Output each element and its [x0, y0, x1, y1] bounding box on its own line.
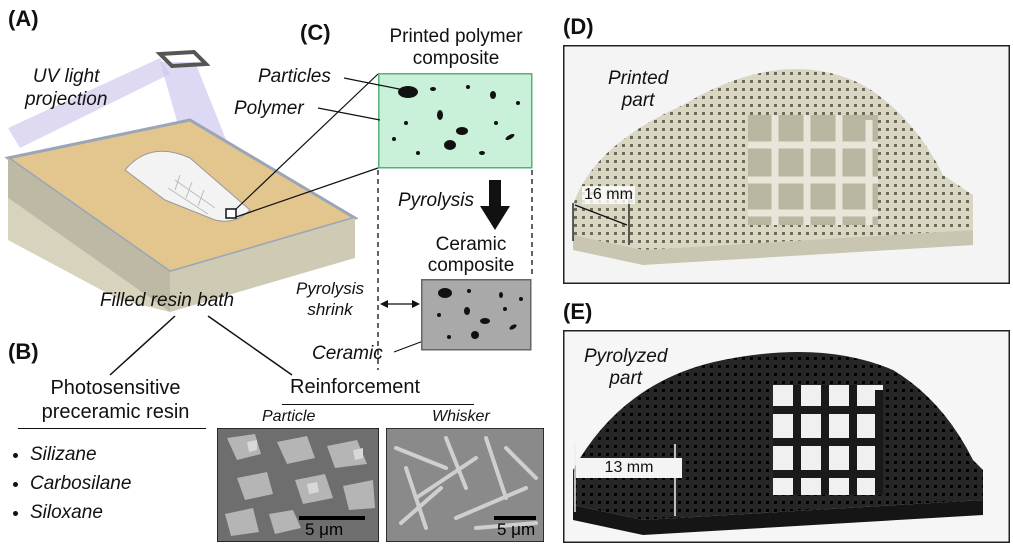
- panel-b-label: (B): [8, 339, 39, 364]
- polymer-composite-box: [378, 73, 533, 169]
- panel-d-label: (D): [563, 14, 594, 39]
- panel-a-label: (A): [8, 6, 39, 31]
- resin-type-item: Siloxane: [30, 498, 131, 527]
- printed-composite-title: Printed polymer composite: [365, 26, 547, 70]
- shrink-line1: Pyrolysis: [296, 279, 365, 298]
- pyrolyzed-dimension-label: 13 mm: [576, 458, 682, 478]
- resin-bath-label: Filled resin bath: [100, 290, 235, 311]
- shrink-line2: shrink: [307, 300, 353, 319]
- resin-title-line1: Photosensitive: [50, 377, 181, 399]
- uv-light-text: UV light: [32, 66, 100, 87]
- uv-light-label: UV light projection: [25, 65, 107, 111]
- panel-e-label: (E): [563, 299, 593, 324]
- tank-base: [8, 198, 170, 312]
- reinforcement-divider: [282, 404, 474, 405]
- particles-label: Particles: [258, 66, 331, 87]
- pyrolysis-shrink-label: Pyrolysis shrink: [296, 278, 364, 320]
- polymer-label: Polymer: [234, 98, 304, 119]
- panel-c-label: (C): [300, 20, 331, 45]
- whisker-scale-label: 5 μm: [497, 520, 536, 539]
- ceramic-label: Ceramic: [312, 343, 383, 364]
- ceramic-composite-title: Ceramic composite: [410, 234, 532, 276]
- projector-icon: [155, 49, 211, 69]
- resin-type-item: Silizane: [30, 440, 131, 469]
- resin-types-list: Silizane Carbosilane Siloxane: [8, 440, 131, 527]
- printed-part-line1: Printed: [608, 68, 669, 89]
- pyrolyzed-part-line1: Pyrolyzed: [584, 346, 668, 367]
- ceramic-title-line2: composite: [427, 255, 515, 276]
- resin-type-item: Carbosilane: [30, 469, 131, 498]
- printed-part-label: Printed part: [608, 68, 668, 112]
- printed-dimension-label: 16 mm: [582, 186, 635, 204]
- tank-left-wall: [8, 158, 170, 312]
- pyrolyzed-part-line2: part: [609, 368, 643, 389]
- reinforcement-title: Reinforcement: [290, 376, 421, 398]
- particle-scale-label: 5 μm: [305, 520, 344, 539]
- projection-text: projection: [25, 89, 108, 110]
- printed-part-line2: part: [621, 90, 655, 111]
- sem-particle-image: [217, 428, 379, 542]
- ceramic-composite-box: [421, 279, 532, 351]
- zoom-box: [225, 208, 237, 219]
- whisker-label: Whisker: [432, 408, 490, 425]
- resin-title: Photosensitive preceramic resin: [18, 376, 213, 424]
- resin-divider: [18, 428, 206, 429]
- printed-part-in-bath: [124, 150, 251, 222]
- resin-title-line2: preceramic resin: [41, 401, 190, 423]
- printed-title-line2: composite: [412, 48, 500, 69]
- sem-whisker-image: [386, 428, 544, 542]
- part-lattice: [167, 174, 216, 215]
- uv-beam-horizontal: [8, 58, 170, 148]
- pyrolyzed-part-photo: [563, 330, 1010, 543]
- printed-title-line1: Printed polymer: [389, 26, 523, 47]
- particle-label: Particle: [262, 408, 316, 425]
- pyrolysis-label: Pyrolysis: [398, 190, 475, 211]
- ceramic-title-line1: Ceramic: [435, 234, 507, 255]
- resin-bath-illustration: [4, 49, 359, 312]
- printed-part-photo: [563, 45, 1010, 284]
- tank-right-wall: [170, 218, 355, 312]
- pyrolyzed-part-label: Pyrolyzed part: [584, 346, 667, 390]
